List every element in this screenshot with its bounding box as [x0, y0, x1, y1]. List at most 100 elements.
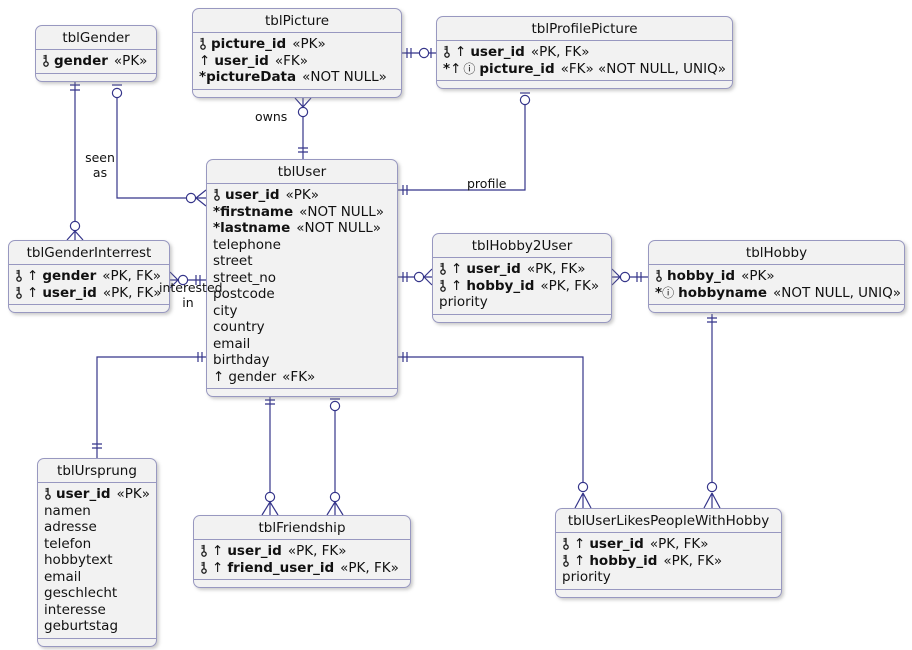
entity-tblGender: tblGender gender«PK»: [35, 25, 157, 82]
field-name: street: [213, 253, 253, 269]
field-row: geschlecht: [44, 585, 149, 602]
entity-title: tblHobby2User: [433, 234, 611, 258]
field-name: user_id: [470, 44, 525, 60]
entity-footer: [193, 90, 401, 97]
field-row: telefon: [44, 536, 149, 553]
fk-arrow-icon: ↑: [450, 60, 462, 77]
not-null-icon: *: [443, 60, 451, 77]
rel-user-friendship-user: [261, 396, 279, 516]
field-name: firstname: [220, 203, 294, 220]
key-icon: [200, 37, 206, 50]
field-name: user_id: [227, 543, 282, 559]
field-row: email: [213, 336, 390, 353]
field-name: lastname: [220, 220, 291, 236]
field-name: gender: [228, 368, 277, 385]
entity-fields: picture_id«PK» ↑user_id«FK» *pictureData…: [193, 33, 401, 90]
field-name: geburtstag: [44, 618, 119, 634]
key-icon: [201, 544, 207, 557]
field-name: geschlecht: [44, 585, 118, 601]
rel-gender-user-seen-as: [111, 84, 207, 207]
rel-user-ursprung: [92, 352, 206, 458]
field-name: picture_id: [479, 60, 555, 77]
key-icon: [201, 561, 207, 574]
field-stereotype: «FK»: [282, 368, 316, 385]
relationship-label-seen-as: seen as: [83, 150, 117, 180]
rel-picture-profilepicture: [402, 47, 436, 59]
field-row: ↑user_id«PK, FK»: [443, 44, 725, 61]
fk-arrow-icon: ↑: [27, 284, 39, 301]
field-stereotype: «NOT NULL»: [299, 203, 384, 220]
field-row: street: [213, 253, 390, 270]
unique-icon: ⓘ: [463, 61, 476, 76]
entity-footer: [649, 305, 904, 312]
field-row: ↑hobby_id«PK, FK»: [562, 553, 774, 570]
key-icon: [43, 54, 49, 67]
key-icon: [16, 269, 22, 282]
field-name: user_id: [214, 52, 269, 69]
field-row: ↑hobby_id«PK, FK»: [439, 278, 604, 295]
field-row: *firstname «NOT NULL»: [213, 204, 390, 221]
field-stereotype: «PK, FK»: [287, 543, 347, 559]
entity-title: tblFriendship: [194, 516, 410, 540]
fk-arrow-icon: ↑: [574, 536, 586, 552]
field-row: interesse: [44, 602, 149, 619]
entity-fields: gender«PK»: [36, 50, 156, 74]
field-stereotype: «PK, FK»: [340, 559, 399, 576]
field-row: namen: [44, 503, 149, 520]
field-name: street_no: [213, 269, 277, 286]
field-name: user_id: [466, 261, 521, 277]
field-name: hobby_id: [667, 268, 736, 284]
label-line: seen: [85, 150, 115, 165]
entity-fields: user_id«PK» *firstname«NOT NULL» *lastna…: [207, 184, 397, 389]
field-name: city: [213, 302, 238, 319]
field-name: priority: [439, 294, 488, 310]
label-line: interested: [159, 280, 223, 295]
field-stereotype: «PK»: [285, 187, 320, 203]
entity-footer: [437, 81, 732, 88]
field-row: user_id«PK»: [44, 486, 151, 503]
entity-fields: ↑user_id«PK, FK» ↑friend_user_id«PK, FK»: [194, 540, 410, 580]
entity-title: tblUser: [207, 160, 397, 184]
field-row: ↑friend_user_id«PK, FK»: [200, 560, 403, 577]
field-name: gender: [42, 268, 97, 284]
entity-footer: [194, 580, 410, 587]
field-row: picture_id«PK»: [199, 36, 394, 53]
entity-fields: ↑user_id«PK, FK» ↑hobby_id«PK, FK» prior…: [556, 533, 781, 590]
fk-arrow-icon: ↑: [27, 268, 39, 284]
fk-arrow-icon: ↑: [199, 52, 211, 69]
fk-arrow-icon: ↑: [451, 261, 463, 277]
entity-tblFriendship: tblFriendship ↑user_id«PK, FK» ↑friend_u…: [193, 515, 411, 588]
key-icon: [444, 45, 450, 58]
entity-title: tblGenderInterrest: [9, 241, 169, 265]
key-icon: [16, 286, 22, 299]
entity-footer: [207, 389, 397, 396]
field-row: *pictureData«NOT NULL»: [199, 69, 394, 86]
fk-arrow-icon: ↑: [451, 277, 463, 294]
key-icon: [563, 537, 569, 550]
field-stereotype: «PK, FK»: [102, 268, 161, 284]
field-row: ↑user_id«FK»: [199, 53, 394, 70]
field-row: gender«PK»: [42, 53, 149, 70]
not-null-icon: *: [213, 203, 221, 220]
field-row: email: [44, 569, 149, 586]
field-name: postcode: [213, 286, 275, 302]
field-name: hobbyname: [678, 284, 768, 301]
entity-title: tblPicture: [193, 9, 401, 33]
unique-icon: ⓘ: [662, 285, 675, 300]
entity-tblGenderInterrest: tblGenderInterrest ↑gender«PK, FK» ↑user…: [8, 240, 170, 313]
field-name: namen: [44, 502, 91, 519]
field-stereotype: «PK, FK»: [663, 552, 723, 569]
field-stereotype: «NOT NULL»: [296, 220, 382, 236]
field-row: telephone: [213, 237, 390, 254]
field-name: country: [213, 319, 265, 335]
key-icon: [440, 279, 446, 292]
entity-fields: ↑gender«PK, FK» ↑user_id«PK, FK»: [9, 265, 169, 305]
field-stereotype: «PK»: [116, 486, 151, 502]
entity-fields: user_id«PK» namen adresse telefon hobbyt…: [38, 483, 156, 639]
entity-footer: [556, 590, 781, 597]
relationship-label-profile: profile: [467, 176, 507, 191]
